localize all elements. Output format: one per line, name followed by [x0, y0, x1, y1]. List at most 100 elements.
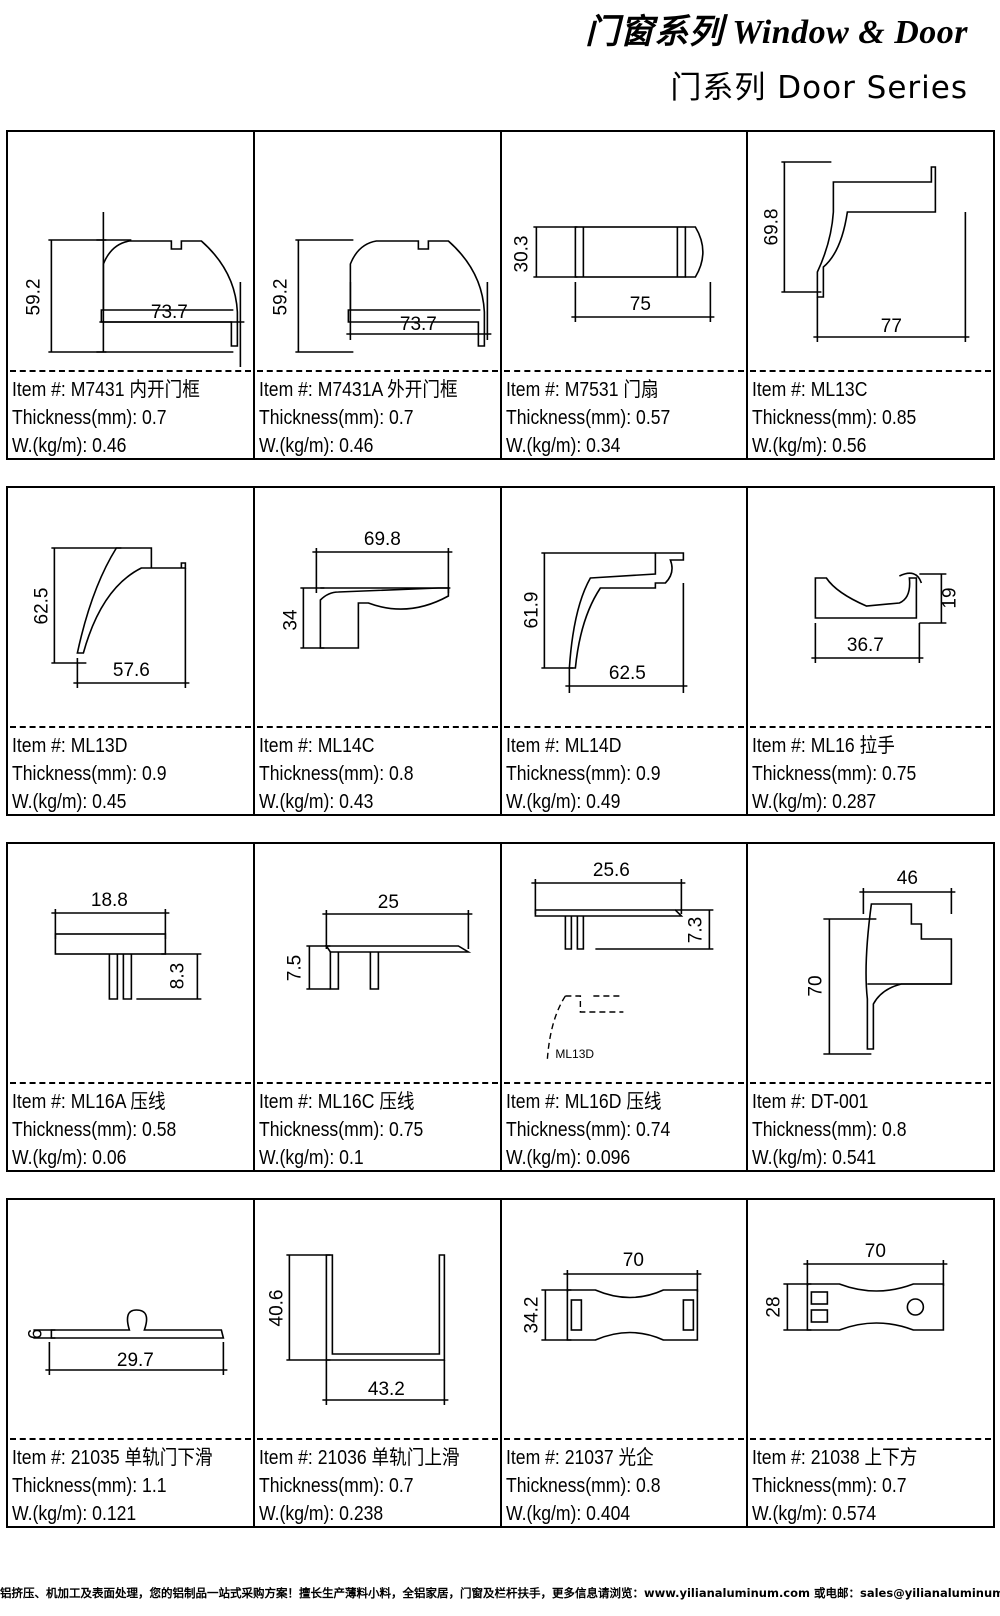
item-code: ML16A 压线: [70, 1091, 166, 1113]
catalog-row-3: 8.3 18.8 Item #: ML16A 压线 Thickness(mm):…: [6, 842, 995, 1172]
thickness-value: 0.75: [882, 763, 917, 785]
item-code: M7531 门扇: [564, 379, 659, 401]
item-code: ML16 拉手: [810, 735, 896, 757]
profile-drawing: 69.8 77: [762, 161, 970, 342]
divider: [10, 726, 251, 728]
thickness-label: Thickness(mm):: [258, 1475, 384, 1497]
item-label: Item #:: [258, 1447, 313, 1469]
profile-drawing: 59.2 73.7: [23, 212, 245, 367]
weight-value: 0.46: [338, 435, 374, 457]
thickness-value: 0.7: [142, 407, 167, 429]
thickness-value: 0.9: [142, 763, 167, 785]
item-label: Item #:: [752, 379, 807, 401]
item-code: ML16D 压线: [564, 1091, 662, 1113]
product-cell: 19 36.7 Item #: ML16 拉手 Thickness(mm): 0…: [748, 488, 993, 814]
weight-value: 0.121: [92, 1503, 137, 1525]
thickness-label: Thickness(mm):: [12, 763, 138, 785]
product-info: Item #: 21037 光企 Thickness(mm): 0.8 W.(k…: [506, 1444, 661, 1528]
dimension-label: 75: [629, 294, 650, 315]
item-code: 21035 单轨门下滑: [70, 1447, 213, 1469]
dimension-label: 69.8: [364, 529, 401, 550]
product-cell: 40.6 43.2 Item #: 21036 单轨门上滑 Thickness(…: [255, 1200, 502, 1526]
weight-label: W.(kg/m):: [752, 435, 828, 457]
item-code: ML14C: [317, 735, 375, 757]
item-code: ML13D: [70, 735, 128, 757]
thickness-label: Thickness(mm):: [752, 407, 878, 429]
thickness-label: Thickness(mm):: [505, 407, 631, 429]
dimension-label: 73.7: [151, 302, 188, 323]
weight-value: 0.34: [585, 435, 620, 457]
product-cell: 30.3 75 Item #: M7531 门扇 Thickness(mm): …: [502, 132, 749, 458]
dimension-label: 70: [622, 1250, 643, 1271]
weight-label: W.(kg/m):: [258, 435, 335, 457]
dimension-label: 43.2: [368, 1379, 405, 1400]
profile-drawing: 28 70: [764, 1241, 948, 1331]
product-info: Item #: M7531 门扇 Thickness(mm): 0.57 W.(…: [506, 376, 670, 460]
weight-label: W.(kg/m):: [752, 1147, 828, 1169]
weight-label: W.(kg/m):: [505, 435, 581, 457]
weight-value: 0.1: [338, 1147, 364, 1169]
divider: [750, 726, 991, 728]
thickness-value: 0.74: [635, 1119, 670, 1141]
profile-drawing: 8.3 18.8: [51, 890, 202, 1000]
thickness-label: Thickness(mm):: [752, 1119, 878, 1141]
thickness-label: Thickness(mm):: [505, 763, 631, 785]
item-label: Item #:: [12, 1091, 66, 1113]
dimension-label: 57.6: [113, 660, 150, 681]
divider: [750, 1082, 991, 1084]
dimension-label: 25: [378, 892, 399, 913]
item-label: Item #:: [258, 1091, 313, 1113]
thickness-value: 0.7: [388, 407, 414, 429]
product-cell: 28 70 Item #: 21038 上下方 Thickness(mm): 0…: [748, 1200, 993, 1526]
thickness-value: 0.9: [635, 763, 661, 785]
dimension-label: 73.7: [400, 314, 437, 335]
product-cell: 70 46 Item #: DT-001 Thickness(mm): 0.8 …: [748, 844, 993, 1170]
product-info: Item #: ML13D Thickness(mm): 0.9 W.(kg/m…: [12, 732, 167, 816]
weight-value: 0.49: [585, 791, 620, 813]
thickness-value: 0.8: [882, 1119, 907, 1141]
dimension-label: 70: [865, 1241, 886, 1262]
product-cell: 34.2 70 Item #: 21037 光企 Thickness(mm): …: [502, 1200, 749, 1526]
dimension-label: 8.3: [167, 963, 188, 989]
weight-label: W.(kg/m):: [505, 1503, 581, 1525]
dimension-label: 18.8: [91, 890, 128, 911]
product-info: Item #: 21036 单轨门上滑 Thickness(mm): 0.7 W…: [259, 1444, 460, 1528]
product-cell: 6 29.7 Item #: 21035 单轨门下滑 Thickness(mm)…: [8, 1200, 255, 1526]
profile-drawing: 19 36.7: [811, 572, 961, 663]
product-info: Item #: M7431 内开门框 Thickness(mm): 0.7 W.…: [12, 376, 200, 460]
item-code: 21036 单轨门上滑: [317, 1447, 460, 1469]
item-code: ML14D: [564, 735, 621, 757]
item-code: 21038 上下方: [810, 1447, 918, 1469]
weight-value: 0.56: [832, 435, 867, 457]
product-info: Item #: DT-001 Thickness(mm): 0.8 W.(kg/…: [752, 1088, 907, 1172]
thickness-label: Thickness(mm):: [505, 1119, 631, 1141]
thickness-label: Thickness(mm):: [752, 763, 878, 785]
item-code: M7431 内开门框: [70, 379, 200, 401]
overlay-label: ML13D: [555, 1047, 594, 1061]
product-info: Item #: M7431A 外开门框 Thickness(mm): 0.7 W…: [259, 376, 458, 460]
dimension-label: 59.2: [23, 279, 44, 316]
dimension-label: 61.9: [521, 592, 542, 629]
product-cell: 61.9 62.5 Item #: ML14D Thickness(mm): 0…: [502, 488, 749, 814]
product-cell: 8.3 18.8 Item #: ML16A 压线 Thickness(mm):…: [8, 844, 255, 1170]
divider: [503, 726, 745, 728]
weight-value: 0.574: [832, 1503, 877, 1525]
product-cell: 7.3 25.6 ML13D Item #: ML16D 压线 Thicknes…: [502, 844, 749, 1170]
dimension-label: 62.5: [31, 588, 52, 625]
thickness-label: Thickness(mm):: [12, 1475, 138, 1497]
page-title: 门窗系列 Window & Door: [585, 14, 968, 51]
thickness-value: 0.57: [635, 407, 670, 429]
product-info: Item #: ML16C 压线 Thickness(mm): 0.75 W.(…: [259, 1088, 423, 1172]
item-label: Item #:: [12, 379, 66, 401]
thickness-value: 0.85: [882, 407, 917, 429]
item-label: Item #:: [258, 379, 313, 401]
divider: [10, 1438, 251, 1440]
thickness-label: Thickness(mm):: [258, 763, 384, 785]
profile-drawing: 59.2 73.7: [270, 239, 492, 353]
product-info: Item #: ML14D Thickness(mm): 0.9 W.(kg/m…: [506, 732, 661, 816]
weight-label: W.(kg/m):: [12, 791, 88, 813]
profile-drawing: 70 46: [806, 868, 956, 1055]
profile-drawing: 61.9 62.5: [521, 552, 687, 693]
thickness-label: Thickness(mm):: [258, 407, 384, 429]
weight-value: 0.096: [585, 1147, 630, 1169]
